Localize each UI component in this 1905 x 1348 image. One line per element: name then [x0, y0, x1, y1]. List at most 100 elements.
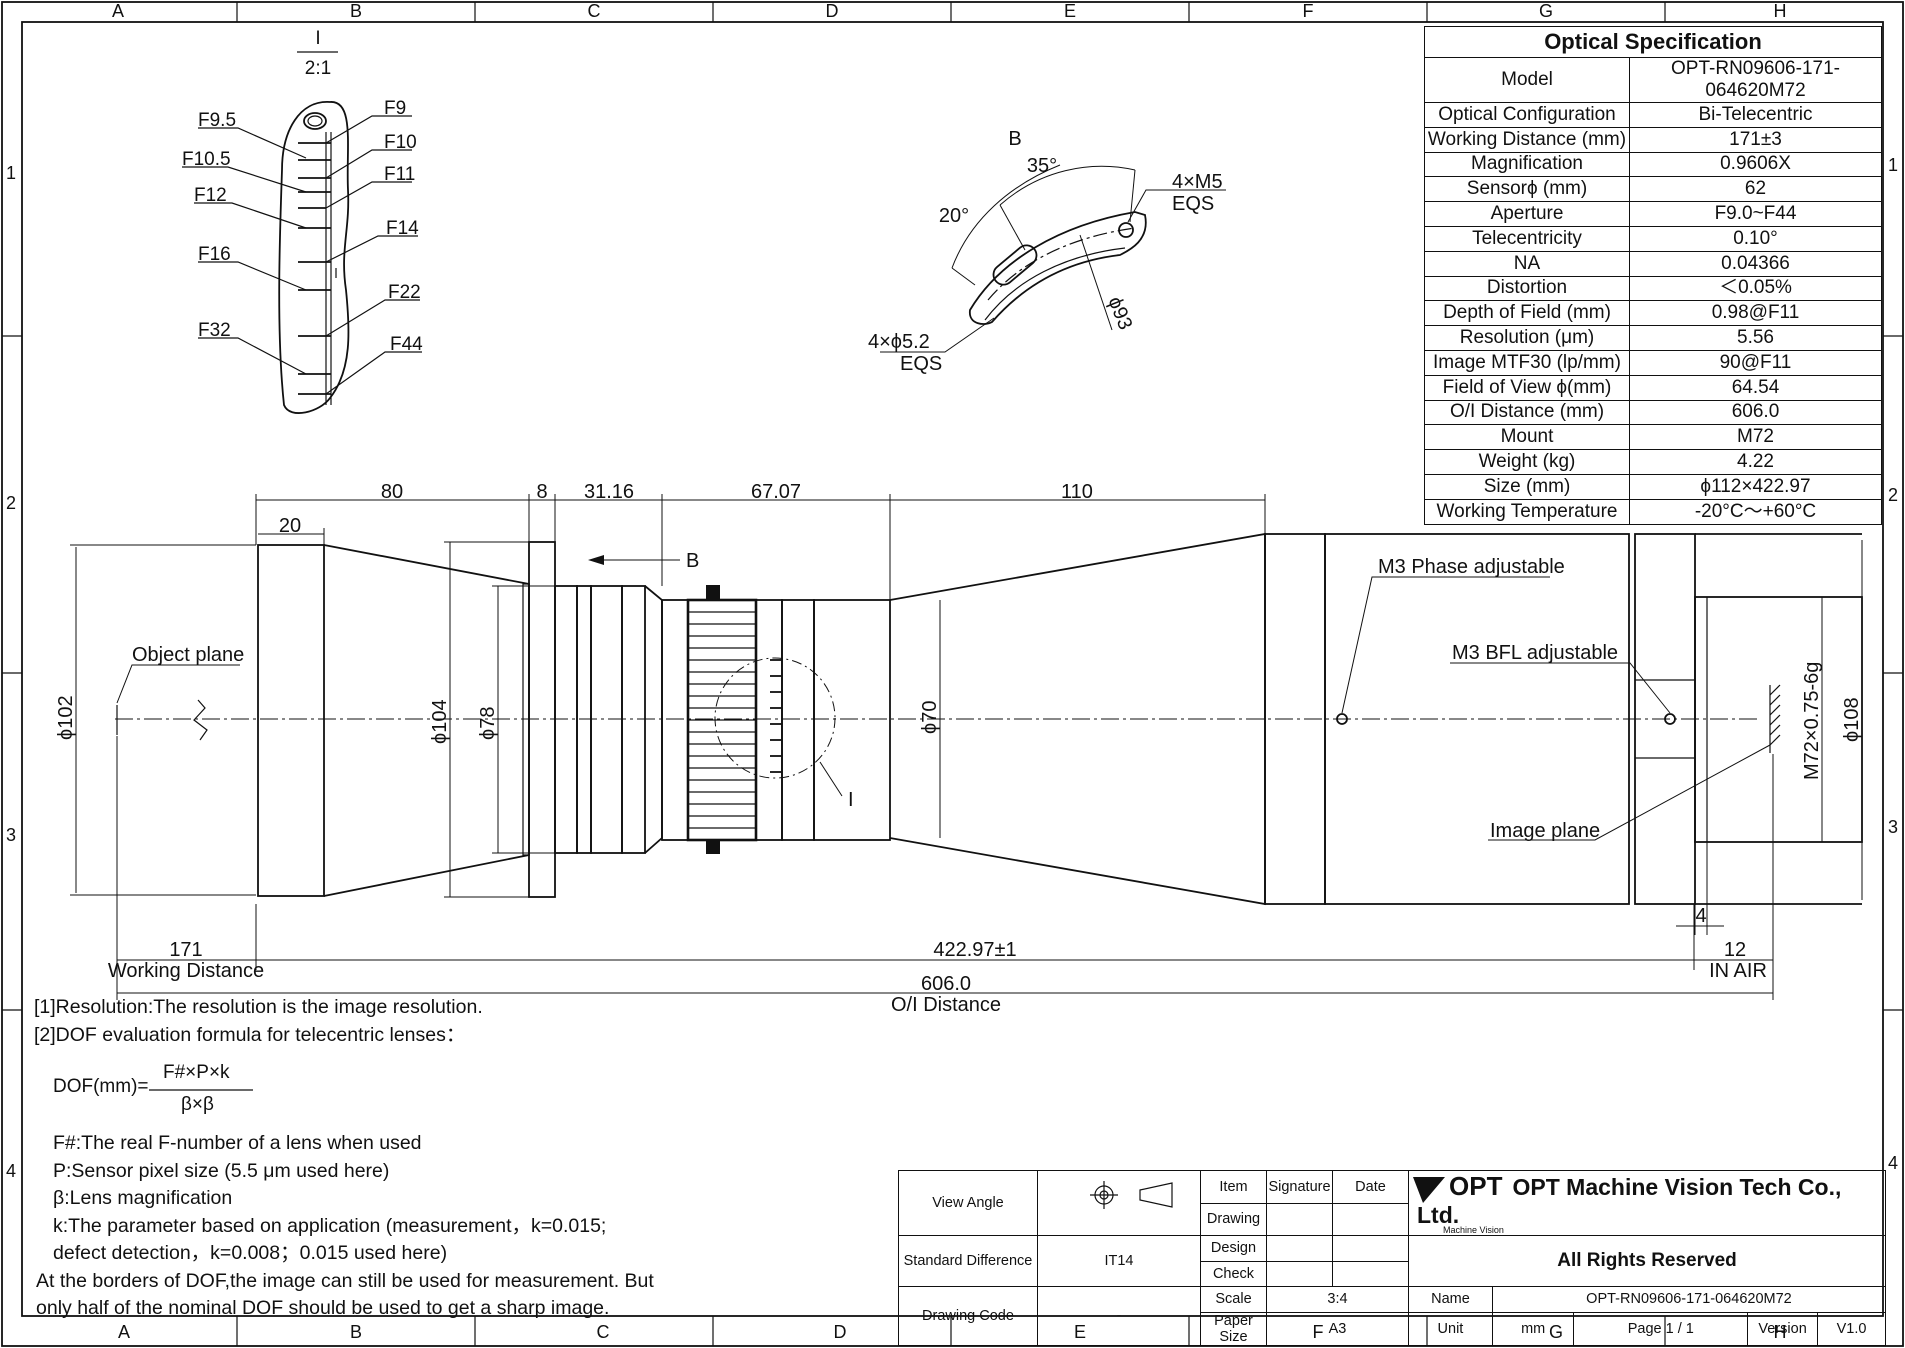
rights-reserved: All Rights Reserved — [1408, 1235, 1886, 1287]
image-plane-label: Image plane — [1490, 820, 1600, 842]
spec-key: Telecentricity — [1424, 225, 1630, 252]
row-label: 3 — [1888, 817, 1898, 837]
angle-35: 35° — [1027, 155, 1057, 177]
view-angle-label: View Angle — [898, 1170, 1038, 1236]
drawing-date — [1332, 1202, 1409, 1236]
spec-value: F9.0~F44 — [1629, 201, 1882, 227]
page-number: Page 1 / 1 — [1573, 1311, 1749, 1346]
knurl — [688, 611, 756, 829]
col-label: B — [350, 1, 362, 21]
angle-20: 20° — [939, 205, 969, 227]
dim-dia78: ϕ78 — [477, 707, 499, 740]
unit-value: mm — [1491, 1311, 1575, 1346]
unit-label: Unit — [1408, 1311, 1493, 1346]
detail-i-label: I — [315, 28, 320, 49]
drawing-label: Drawing — [1200, 1202, 1267, 1236]
spec-key: Mount — [1424, 424, 1630, 451]
note-l2: only half of the nominal DOF should be u… — [36, 1297, 610, 1319]
col-label: D — [826, 1, 839, 21]
dim-606: 606.0 — [921, 973, 971, 995]
detail-i-ref: I — [848, 789, 854, 811]
dia-93: ϕ93 — [1103, 294, 1136, 333]
spec-value: 0.98@F11 — [1629, 300, 1882, 327]
spec-value: 62 — [1629, 176, 1882, 203]
dim-dia104: ϕ104 — [429, 699, 451, 744]
spec-value: 0.9606X — [1629, 151, 1882, 178]
spec-value: ＜0.05% — [1629, 275, 1882, 302]
spec-key: Magnification — [1424, 151, 1630, 178]
dim-dia102: ϕ102 — [55, 695, 77, 740]
dimensions: 80 8 31.16 67.07 110 20 B ϕ102 ϕ104 ϕ78 … — [55, 481, 1863, 1016]
row-label: 4 — [6, 1161, 16, 1181]
phase-adjustable-label: M3 Phase adjustable — [1378, 556, 1565, 578]
hole-m5: 4×M5 — [1172, 171, 1223, 193]
hole-52-eqs: EQS — [900, 353, 942, 375]
dof-lhs: DOF(mm)= — [53, 1076, 149, 1097]
aperture-mark: F32 — [198, 320, 231, 341]
view-angle-symbols — [1037, 1170, 1201, 1236]
spec-value: -20°C～+60°C — [1629, 498, 1882, 525]
std-diff-label: Standard Difference — [898, 1235, 1038, 1287]
paper-size-label: Paper Size — [1200, 1311, 1267, 1346]
dim-8: 8 — [536, 481, 547, 503]
col-label: D — [834, 1322, 847, 1342]
date-label: Date — [1332, 1170, 1409, 1204]
spec-key: Depth of Field (mm) — [1424, 300, 1630, 327]
dim-4: 4 — [1695, 905, 1706, 927]
spec-key: Model — [1424, 57, 1630, 103]
detail-i: I 2:1 F9.5 — [182, 28, 423, 414]
spec-row: Field of View ϕ(mm)64.54 — [1424, 374, 1882, 401]
section-b-arrow: B — [686, 550, 699, 572]
col-label: E — [1064, 1, 1076, 21]
drawing-signature — [1266, 1202, 1333, 1236]
notes-defs: F#:The real F-number of a lens when used… — [34, 1130, 654, 1323]
company-cell: OPT OPT Machine Vision Tech Co., Ltd. Ma… — [1408, 1170, 1886, 1236]
dim-20: 20 — [279, 515, 301, 537]
name-label: Name — [1408, 1286, 1493, 1313]
spec-value: 5.56 — [1629, 325, 1882, 351]
aperture-mark: F16 — [198, 244, 231, 265]
object-plane-label: Object plane — [132, 644, 244, 666]
spec-value: 64.54 — [1629, 374, 1882, 401]
spec-key: Distortion — [1424, 275, 1630, 302]
dim-m72: M72×0.75-6g — [1801, 662, 1823, 780]
bfl-adjustable-label: M3 BFL adjustable — [1452, 642, 1618, 664]
spec-value: 606.0 — [1629, 399, 1882, 426]
spec-row: Working Temperature-20°C～+60°C — [1424, 498, 1882, 525]
spec-key: Field of View ϕ(mm) — [1424, 374, 1630, 401]
spec-row: Sensorϕ (mm)62 — [1424, 176, 1882, 203]
logo-subtitle: Machine Vision — [1443, 1225, 1504, 1235]
lens-body: I — [115, 532, 1863, 906]
dof-denominator: β×β — [181, 1094, 214, 1115]
spec-key: NA — [1424, 250, 1630, 277]
spec-row: O/I Distance (mm)606.0 — [1424, 399, 1882, 426]
spec-row: Working Distance (mm)171±3 — [1424, 126, 1882, 153]
paper-size-value: A3 — [1266, 1311, 1409, 1346]
spec-key: Size (mm) — [1424, 473, 1630, 500]
aperture-mark: F10 — [384, 132, 417, 153]
spec-row: Depth of Field (mm)0.98@F11 — [1424, 300, 1882, 327]
note-l1: At the borders of DOF,the image can stil… — [36, 1269, 654, 1292]
spec-value: M72 — [1629, 424, 1882, 451]
spec-value: 0.04366 — [1629, 250, 1882, 277]
note-1: [1]Resolution:The resolution is the imag… — [34, 996, 483, 1018]
dim-dia108: ϕ108 — [1841, 697, 1863, 742]
def-p: P:Sensor pixel size (5.5 μm used here) — [53, 1159, 390, 1182]
aperture-mark: F22 — [388, 282, 421, 303]
std-diff-value: IT14 — [1037, 1235, 1201, 1287]
dim-67: 67.07 — [751, 481, 801, 503]
drawing-code-value: - — [1037, 1286, 1201, 1346]
drawing-code-label: Drawing Code — [898, 1286, 1038, 1346]
spec-key: Sensorϕ (mm) — [1424, 176, 1630, 203]
col-label: H — [1774, 1, 1787, 21]
spec-row: Size (mm)ϕ112×422.97 — [1424, 473, 1882, 500]
spec-value: 171±3 — [1629, 126, 1882, 153]
scale-value: 3:4 — [1266, 1286, 1409, 1313]
version-value: V1.0 — [1817, 1311, 1886, 1346]
spec-key: Optical Configuration — [1424, 102, 1630, 128]
